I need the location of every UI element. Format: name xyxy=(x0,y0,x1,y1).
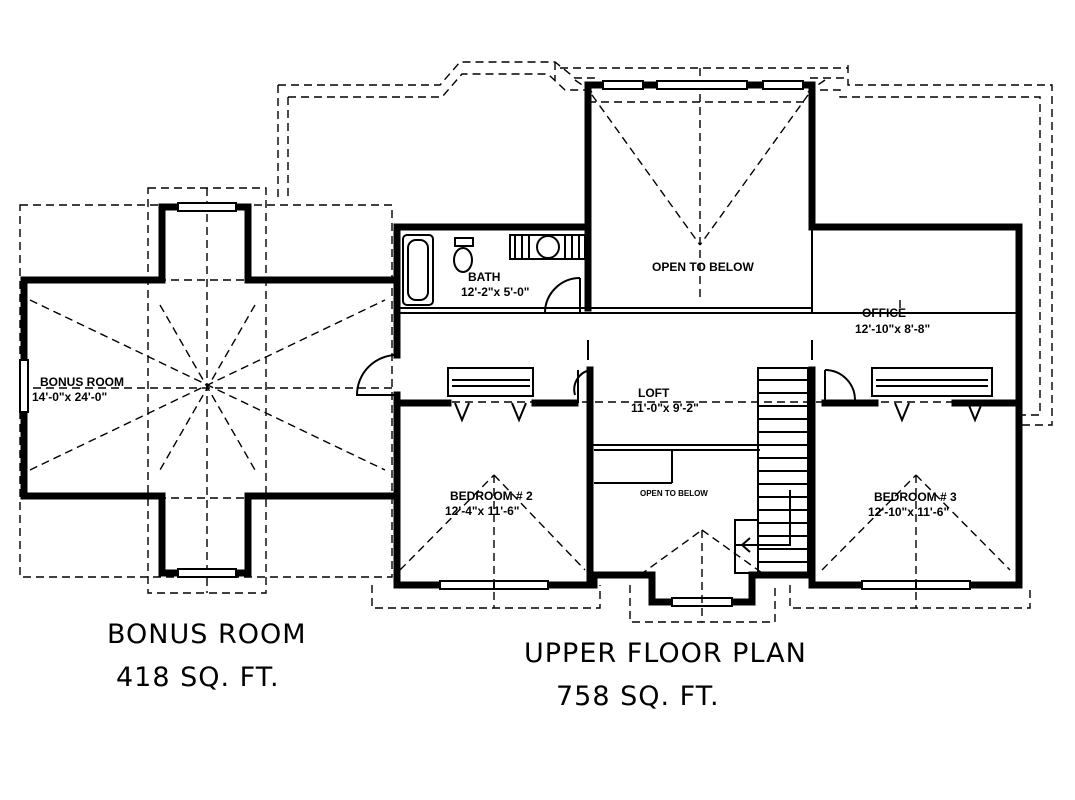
bath-name: BATH xyxy=(468,270,500,284)
loft-size: 11'-0"x 9'-2" xyxy=(631,401,699,415)
bedroom-2-size: 12'-4"x 11'-6" xyxy=(445,504,519,518)
office-size: 12'-10"x 8'-8" xyxy=(855,322,930,336)
closets xyxy=(447,367,993,423)
bedroom-3-name: BEDROOM # 3 xyxy=(874,490,957,504)
staircase xyxy=(734,367,809,574)
doors xyxy=(355,277,856,403)
bath-fixtures xyxy=(402,234,586,306)
bonus-room-area: 418 SQ. FT. xyxy=(116,662,280,693)
windows xyxy=(439,80,971,607)
office-name: OFFICE xyxy=(862,306,906,320)
vault-lines xyxy=(371,79,1031,623)
bedroom-2-name: BEDROOM # 2 xyxy=(450,489,533,503)
bath-size: 12'-2"x 5'-0" xyxy=(461,285,529,299)
bonus-room-caption: BONUS ROOM xyxy=(107,619,307,650)
open-to-below-label: OPEN TO BELOW xyxy=(652,260,754,274)
roof-outline xyxy=(277,61,1053,426)
bonus-room-size: 14'-0"x 24'-0" xyxy=(32,390,107,404)
bedroom-3-size: 12'-10"x 11'-6" xyxy=(868,505,949,519)
loft-name: LOFT xyxy=(638,386,670,400)
upper-floor-area: 758 SQ. FT. xyxy=(556,681,720,712)
bonus-room xyxy=(19,187,396,594)
bonus-room-name: BONUS ROOM xyxy=(40,375,124,389)
upper-floor-caption: UPPER FLOOR PLAN xyxy=(524,638,807,669)
open-to-below-small-label: OPEN TO BELOW xyxy=(640,489,708,498)
